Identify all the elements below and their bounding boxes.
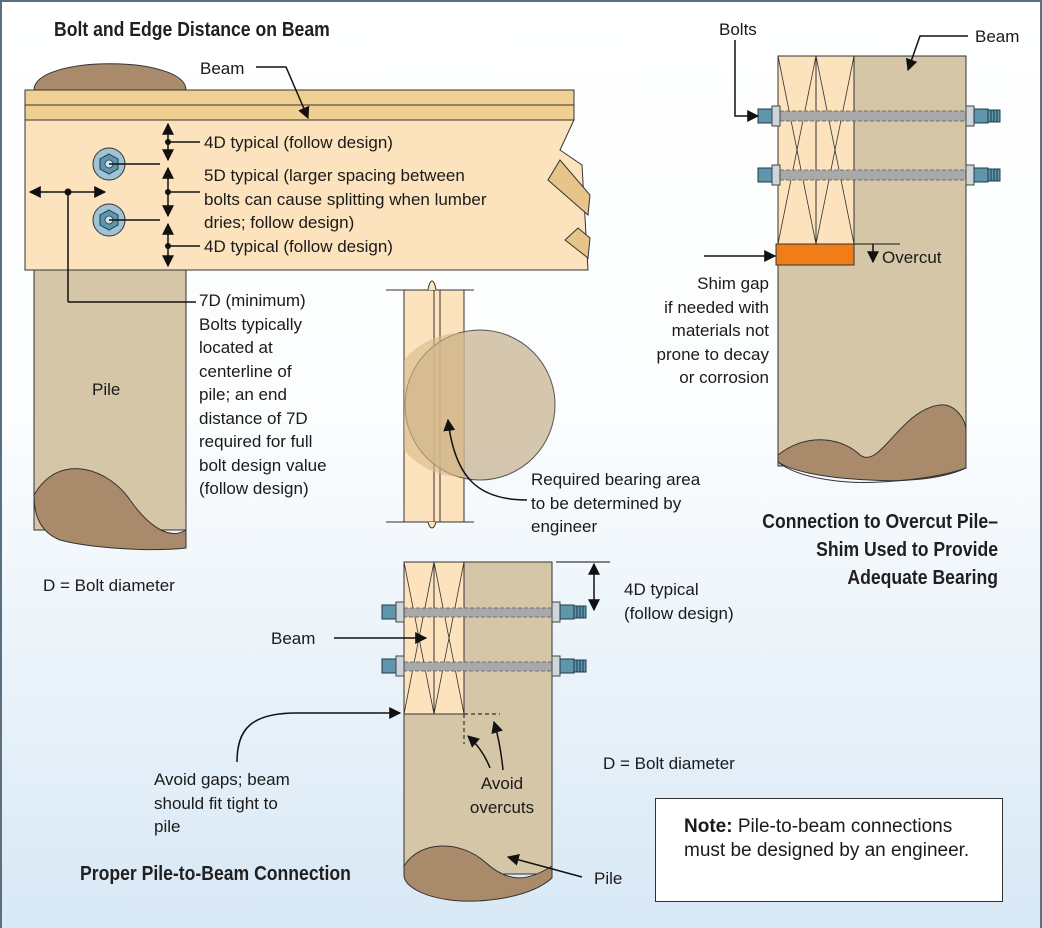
left-pile-label: Pile	[92, 380, 121, 399]
shim-block	[775, 243, 855, 266]
bottom-beam-label: Beam	[271, 629, 316, 648]
bottom-dim-4d-label: 4D typical(follow design)	[624, 580, 734, 623]
left-title: Bolt and Edge Distance on Beam	[54, 19, 330, 41]
bolt-icon	[757, 164, 781, 186]
right-beam	[775, 55, 855, 266]
dim-4d-bottom-label: 4D typical (follow design)	[204, 237, 393, 256]
bolt-icon	[381, 655, 405, 677]
left-beam-label: Beam	[200, 59, 245, 78]
dim-4d-top-label: 4D typical (follow design)	[204, 133, 393, 152]
bolt-icon	[381, 601, 405, 623]
engineer-note-box: Note: Pile-to-beam connections must be d…	[655, 798, 1003, 902]
overcut-label: Overcut	[882, 248, 942, 267]
right-title: Connection to Overcut Pile–Shim Used to …	[762, 511, 998, 589]
bottom-d-note: D = Bolt diameter	[603, 754, 735, 773]
engineer-note-text: Note: Pile-to-beam connections must be d…	[684, 816, 970, 861]
left-d-note: D = Bolt diameter	[43, 576, 175, 595]
right-beam-label: Beam	[975, 27, 1020, 46]
bottom-title: Proper Pile-to-Beam Connection	[80, 863, 351, 885]
bottom-pile-label: Pile	[594, 869, 623, 888]
bearing-diagram	[386, 280, 556, 529]
bolts-label: Bolts	[719, 20, 757, 39]
bolt-icon	[757, 105, 781, 127]
